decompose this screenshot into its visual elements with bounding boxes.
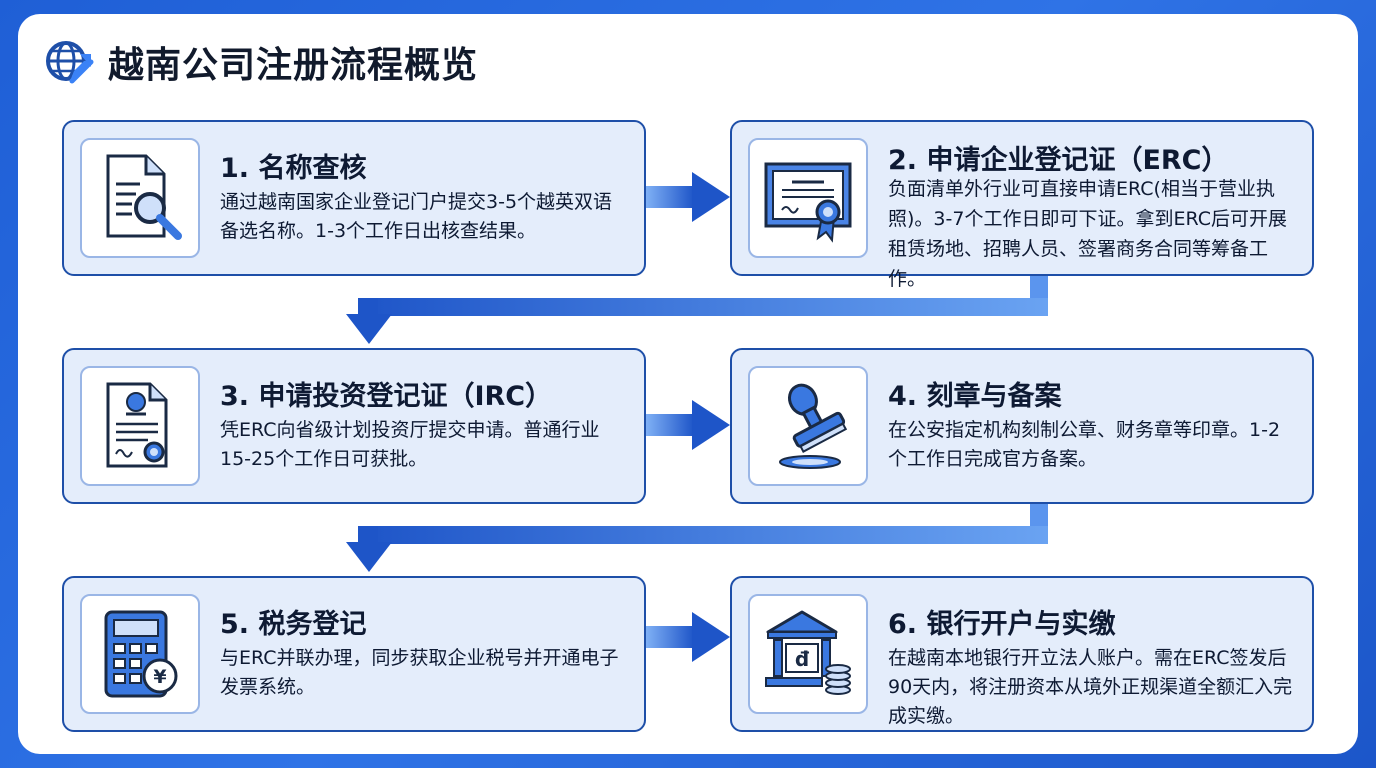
globe-icon xyxy=(46,41,94,84)
step-icon-box xyxy=(80,138,200,258)
arrow-5-to-6 xyxy=(646,612,730,662)
step-icon-box xyxy=(80,366,200,486)
step-card-3: 3. 申请投资登记证（IRC） 凭ERC向省级计划投资厅提交申请。普通行业15-… xyxy=(62,348,646,504)
step-card-1: 1. 名称查核 通过越南国家企业登记门户提交3-5个越英双语备选名称。1-3个工… xyxy=(62,120,646,276)
arrow-4-to-5 xyxy=(346,504,1048,572)
arrow-3-to-4 xyxy=(646,400,730,450)
step-icon-box: ¥ xyxy=(80,594,200,714)
step-description: 通过越南国家企业登记门户提交3-5个越英双语备选名称。1-3个工作日出核查结果。 xyxy=(220,191,613,242)
step-description: 与ERC并联办理，同步获取企业税号并开通电子发票系统。 xyxy=(220,647,619,698)
license-document-icon xyxy=(106,382,168,468)
step-icon-box xyxy=(748,138,868,258)
document-search-icon xyxy=(106,154,182,240)
calculator-icon: ¥ xyxy=(104,610,178,698)
step-icon-box xyxy=(748,366,868,486)
step-description: 在公安指定机构刻制公章、财务章等印章。1-2个工作日完成官方备案。 xyxy=(888,419,1281,470)
step-title: 2. 申请企业登记证（ERC） xyxy=(888,145,1229,176)
dong-symbol: đ xyxy=(795,647,810,671)
step-title: 4. 刻章与备案 xyxy=(888,381,1062,412)
step-card-5: ¥ 5. 税务登记 与ERC并联办理，同步获取企业税号并开通电子发票系统。 xyxy=(62,576,646,732)
bank-icon: đ xyxy=(765,610,851,695)
step-description: 负面清单外行业可直接申请ERC(相当于营业执照)。3-7个工作日即可下证。拿到E… xyxy=(888,178,1287,290)
step-card-6: đ 6. 银行开户与实缴 在越南本地银行开立法人账户。需在ERC签发后90天内，… xyxy=(730,576,1314,732)
step-card-2: 2. 申请企业登记证（ERC） 负面清单外行业可直接申请ERC(相当于营业执照)… xyxy=(730,120,1314,290)
stamp-icon xyxy=(779,383,848,469)
step-description: 在越南本地银行开立法人账户。需在ERC签发后90天内，将注册资本从境外正规渠道全… xyxy=(888,647,1293,727)
yuan-symbol: ¥ xyxy=(153,666,166,688)
step-card-4: 4. 刻章与备案 在公安指定机构刻制公章、财务章等印章。1-2个工作日完成官方备… xyxy=(730,348,1314,504)
arrow-1-to-2 xyxy=(646,172,730,222)
header: 越南公司注册流程概览 xyxy=(44,36,478,88)
step-title: 3. 申请投资登记证（IRC） xyxy=(220,381,553,412)
step-icon-box: đ xyxy=(748,594,868,714)
certificate-icon xyxy=(764,162,852,243)
arrow-2-to-3 xyxy=(346,276,1048,344)
step-title: 6. 银行开户与实缴 xyxy=(888,609,1116,640)
page-title: 越南公司注册流程概览 xyxy=(108,45,479,86)
step-description: 凭ERC向省级计划投资厅提交申请。普通行业15-25个工作日可获批。 xyxy=(220,419,600,470)
step-title: 5. 税务登记 xyxy=(220,609,367,640)
step-title: 1. 名称查核 xyxy=(220,153,367,184)
